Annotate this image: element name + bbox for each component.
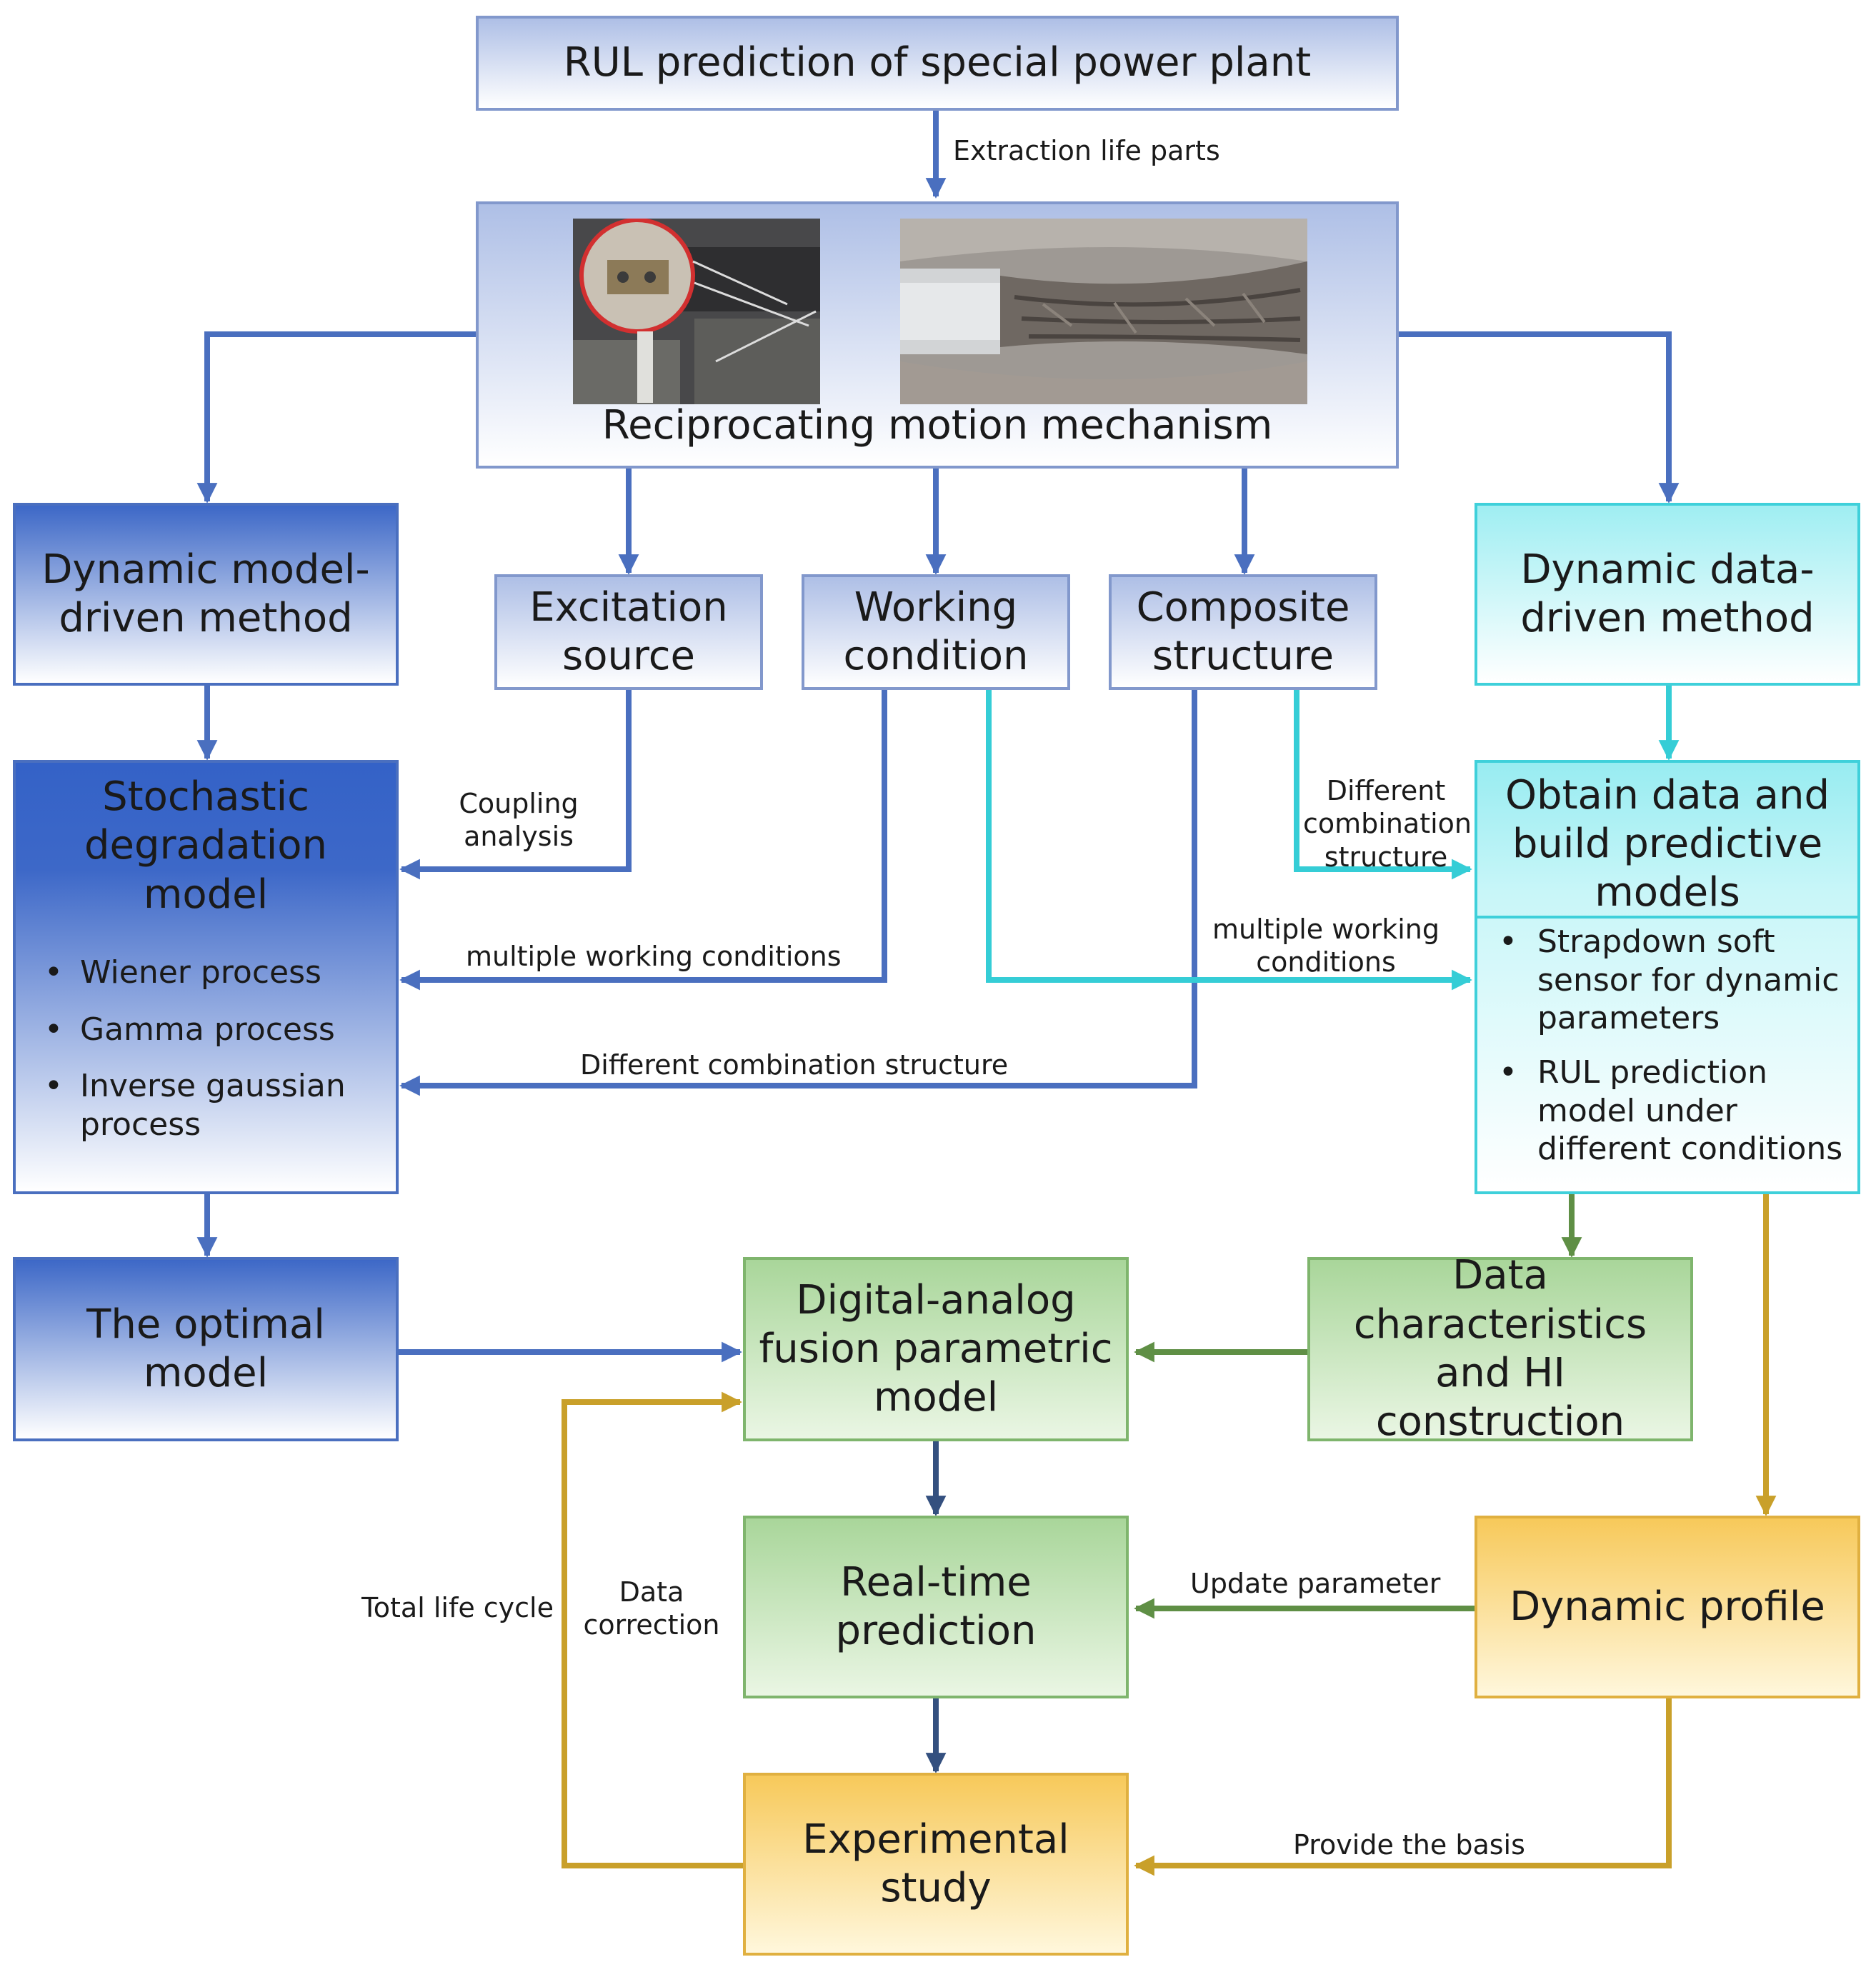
label-data-correction: Data correction <box>583 1576 720 1641</box>
dynamic-profile-title: Dynamic profile <box>1510 1583 1825 1630</box>
label-different-combination-right: Different combination structure <box>1303 775 1472 873</box>
arrow-mechanism-to-dyn-model <box>196 331 476 504</box>
optimal-model-title: The optimal model <box>86 1301 325 1396</box>
dynamic-data-driven-title: Dynamic data-driven method <box>1520 546 1815 641</box>
experimental-study-title: Experimental study <box>802 1816 1069 1911</box>
obtain-data-list: Strapdown soft sensor for dynamic parame… <box>1489 923 1846 1168</box>
arrow-composite-to-obtain <box>1294 690 1472 880</box>
list-item: Wiener process <box>34 954 377 992</box>
label-multiple-working-conditions-left: multiple working conditions <box>466 941 842 972</box>
arrow-working-to-stochastic <box>399 690 887 991</box>
arrow-composite-to-stochastic <box>399 690 1197 1096</box>
realtime-prediction-title: Real-time prediction <box>835 1558 1037 1654</box>
rul-prediction-title: RUL prediction of special power plant <box>563 39 1312 86</box>
mechanism-photo-right <box>900 219 1307 404</box>
stochastic-process-list: Wiener process Gamma process Inverse gau… <box>34 954 377 1144</box>
arrow-experimental-to-fusion <box>562 1391 743 1868</box>
composite-structure-box: Composite structure <box>1109 574 1377 690</box>
realtime-prediction-box: Real-time prediction <box>743 1516 1129 1698</box>
label-total-life-cycle: Total life cycle <box>361 1592 554 1623</box>
label-different-combination-left: Different combination structure <box>580 1049 1009 1081</box>
dynamic-model-driven-box: Dynamic model-driven method <box>13 503 399 686</box>
fusion-model-box: Digital-analog fusion parametric model <box>743 1257 1129 1441</box>
label-update-parameter: Update parameter <box>1190 1568 1441 1599</box>
arrow-working-to-obtain <box>986 690 1472 991</box>
label-extraction-life-parts: Extraction life parts <box>953 135 1220 166</box>
optimal-model-box: The optimal model <box>13 1257 399 1441</box>
label-coupling-analysis: Coupling analysis <box>459 788 579 853</box>
dynamic-profile-box: Dynamic profile <box>1475 1516 1860 1698</box>
mechanism-title: Reciprocating motion mechanism <box>602 401 1273 449</box>
list-item: Strapdown soft sensor for dynamic parame… <box>1489 923 1846 1038</box>
obtain-data-title: Obtain data and build predictive models <box>1505 771 1830 916</box>
list-item: Inverse gaussian process <box>34 1067 351 1143</box>
experimental-study-box: Experimental study <box>743 1773 1129 1956</box>
obtain-data-divider <box>1477 916 1857 919</box>
obtain-data-box: Obtain data and build predictive models … <box>1475 760 1860 1194</box>
label-multiple-working-conditions-right: multiple working conditions <box>1212 914 1440 979</box>
hi-construction-box: Data characteristics and HI construction <box>1307 1252 1693 1445</box>
composite-structure-title: Composite structure <box>1136 584 1350 679</box>
arrow-excitation-to-stochastic <box>399 690 632 880</box>
hi-construction-title: Data characteristics and HI construction <box>1353 1252 1647 1446</box>
working-condition-title: Working condition <box>843 584 1029 679</box>
stochastic-degradation-title: Stochastic degradation model <box>84 774 328 918</box>
excitation-source-box: Excitation source <box>494 574 763 690</box>
mechanism-photo-left-drawing <box>573 219 820 404</box>
stochastic-degradation-box: Stochastic degradation model Wiener proc… <box>13 760 399 1194</box>
fusion-model-title: Digital-analog fusion parametric model <box>759 1276 1113 1421</box>
label-provide-the-basis: Provide the basis <box>1293 1829 1525 1861</box>
working-condition-box: Working condition <box>802 574 1070 690</box>
list-item: Gamma process <box>34 1011 377 1049</box>
mechanism-photo-right-drawing <box>900 219 1307 404</box>
list-item: RUL prediction model under different con… <box>1489 1053 1846 1168</box>
mechanism-photo-left <box>573 219 820 404</box>
arrow-profile-to-experimental <box>1134 1698 1672 1876</box>
arrow-mechanism-to-dyn-data <box>1399 331 1680 504</box>
dynamic-model-driven-title: Dynamic model-driven method <box>41 546 370 641</box>
rul-prediction-box: RUL prediction of special power plant <box>476 16 1399 111</box>
dynamic-data-driven-box: Dynamic data-driven method <box>1475 503 1860 686</box>
excitation-source-title: Excitation source <box>529 584 728 679</box>
